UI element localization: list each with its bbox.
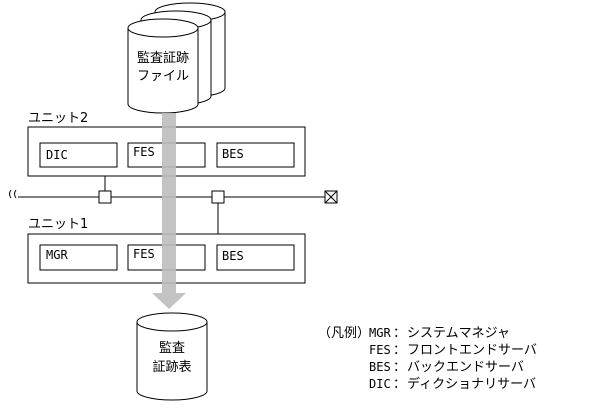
audit-trail-file-label-line1: 監査証跡 xyxy=(137,50,189,66)
svg-text:：: ： xyxy=(393,326,406,341)
unit2-title: ユニット2 xyxy=(28,111,88,126)
audit-trail-table-label-line2: 証跡表 xyxy=(152,359,191,375)
audit-trail-table-label-line1: 監査 xyxy=(159,340,185,356)
legend-desc-bes: バックエンドサーバ xyxy=(407,360,524,375)
unit2-server-bes-box xyxy=(216,142,295,168)
unit1-server-bes-label: BES xyxy=(222,249,244,263)
svg-text:：: ： xyxy=(393,360,406,375)
legend-desc-mgr: システムマネジャ xyxy=(407,326,510,341)
bus-node-unit2 xyxy=(98,190,112,204)
bus-node-unit1 xyxy=(211,190,225,204)
legend-code-bes: BES xyxy=(369,360,391,374)
unit2-server-bes-label: BES xyxy=(222,147,244,161)
legend-desc-fes: フロントエンドサーバ xyxy=(407,343,537,358)
network-bus xyxy=(9,176,338,234)
legend-code-dic: DIC xyxy=(369,377,391,391)
audit-trail-file-label-line2: ファイル xyxy=(137,69,189,84)
unit1-server-mgr-label: MGR xyxy=(46,248,68,262)
unit2-server-dic-box xyxy=(39,142,118,168)
unit2-server-fes-label: FES xyxy=(133,145,155,159)
legend-code-mgr: MGR xyxy=(369,326,391,340)
legend-title: （凡例） xyxy=(318,326,370,341)
audit-trail-table-cylinder: 監査 証跡表 xyxy=(136,312,208,401)
unit2-server-dic-label: DIC xyxy=(46,148,68,162)
legend-desc-dic: ディクショナリサーバ xyxy=(407,376,536,392)
bus-break-mark xyxy=(9,189,17,199)
legend: （凡例） MGR ： システムマネジャ FES ： フロントエンドサーバ BES… xyxy=(318,326,537,392)
unit1-server-mgr-box xyxy=(39,244,118,271)
svg-text:：: ： xyxy=(393,377,406,392)
svg-text:：: ： xyxy=(393,343,406,358)
unit1-server-fes-label: FES xyxy=(133,247,155,261)
audit-trail-file-cylinder: 監査証跡 ファイル xyxy=(127,2,226,114)
data-flow-arrow xyxy=(152,113,186,309)
legend-code-fes: FES xyxy=(369,343,391,357)
unit1-title: ユニット1 xyxy=(28,217,88,232)
unit1-server-bes-box xyxy=(216,244,295,271)
